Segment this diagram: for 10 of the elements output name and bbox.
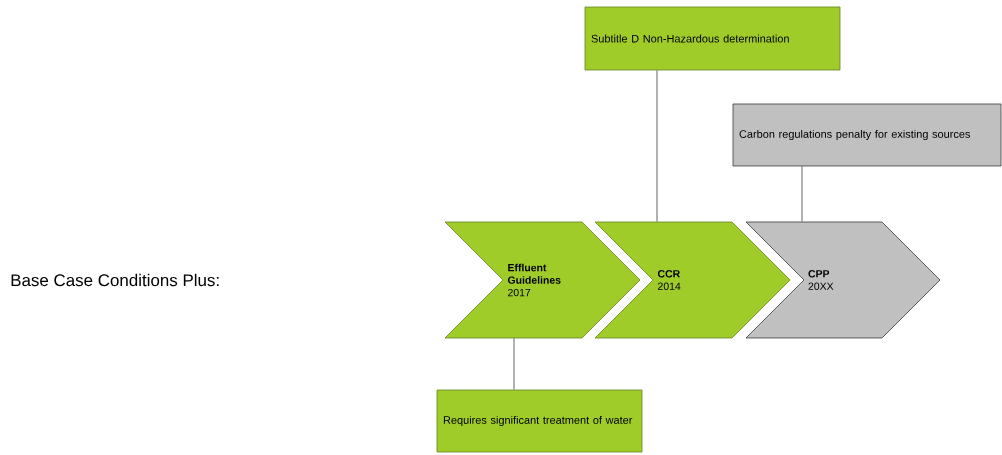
note-box: Subtitle D Non-Hazardous determination (584, 6, 841, 71)
chevron-step: Effluent Guidelines 2017 (444, 221, 641, 339)
connector-line (656, 70, 658, 222)
connector-line (513, 338, 515, 390)
connector-line (801, 166, 803, 222)
chevron-step: CPP 20XX (745, 221, 941, 339)
chevron-step: CCR 2014 (594, 221, 791, 339)
note-box: Requires significant treatment of water (436, 389, 643, 453)
note-box: Carbon regulations penalty for existing sources (732, 103, 1002, 167)
heading-label: Base Case Conditions Plus: (11, 273, 219, 287)
